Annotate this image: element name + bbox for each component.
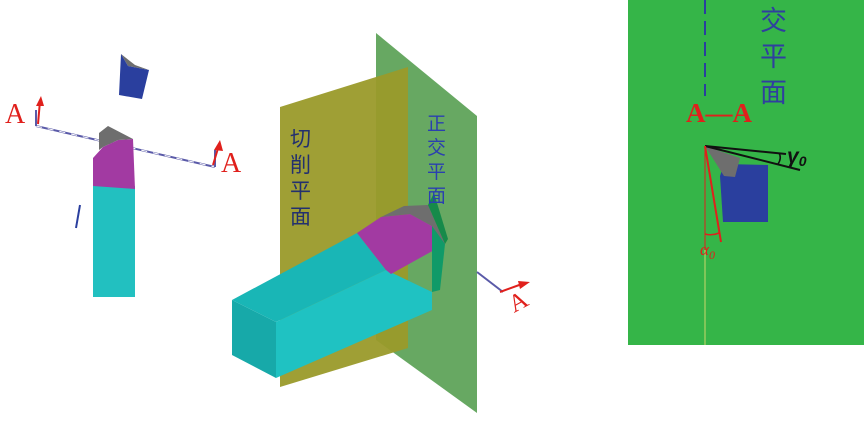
section-title: A—A [686,98,752,128]
left-top-view: A A [5,54,242,297]
orthogonal-plane-label: 正 交 平 面 [427,113,446,207]
rake-face-3d [357,214,445,274]
cutting-plane-char-2: 削 [290,153,311,177]
section-label-left: A [5,99,26,130]
orthogonal-plane-char-2: 交 [427,137,446,159]
orthogonal-plane-char-3: 平 [427,161,446,183]
tool-shank [93,186,135,297]
section-panel: 交 平 面 A—A γ0 α0 [628,0,864,345]
insert-3d-top [381,205,445,244]
shank-front-face [232,300,276,378]
panel-plane-char-1: 交 [760,6,787,37]
panel-plane-char-2: 平 [760,42,787,73]
flank-line [704,145,722,243]
section-label-right: A [221,148,242,179]
section-arrow-red [499,283,523,293]
section-insert-grey [705,146,740,177]
section-arrow-line [476,271,504,293]
panel-plane-char-3: 面 [760,78,787,109]
insert-3d-green-edge [428,193,448,244]
center-3d-view: 切 削 平 面 正 交 平 面 A [232,33,533,413]
section-arrow-head [518,281,530,289]
rake-angle-arc [777,152,782,165]
workpiece-edge-mark [75,204,81,229]
tool-insert-tip [99,126,133,150]
section-tool-blue [720,164,768,222]
shank-top-face [232,233,386,322]
view-arrow-right-head [214,140,223,151]
cutting-plane-char-1: 切 [290,127,311,151]
orthogonal-plane-char-4: 面 [427,185,446,207]
rake-face-line [704,145,801,171]
detached-insert-blue [119,54,149,99]
clearance-angle-symbol: α0 [700,240,715,262]
rake-reference-line [704,145,787,155]
shank-side-face [276,270,432,378]
rake-face [93,139,135,189]
view-arrow-left-head [36,96,44,106]
rake-angle-symbol: γ0 [787,145,807,169]
panel-plane-label: 交 平 面 [760,6,787,109]
clearance-angle-arc [704,232,720,236]
cutting-plane-char-4: 面 [290,205,311,229]
section-arrow-label: A [504,286,533,318]
orthogonal-plane-char-1: 正 [427,113,446,135]
insert-3d-green-flank [432,226,445,292]
cutting-plane-char-3: 平 [290,179,311,203]
cutting-plane-label: 切 削 平 面 [290,127,311,229]
